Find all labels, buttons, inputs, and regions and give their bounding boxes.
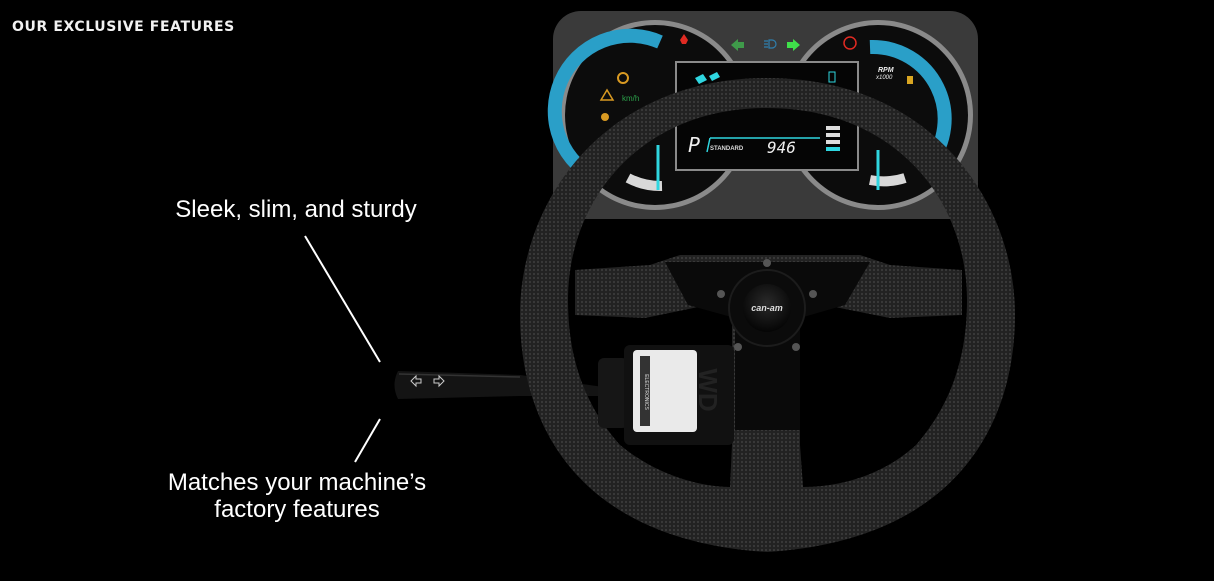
odometer-value: 946 [767, 138, 796, 157]
bolt [792, 343, 800, 351]
leader-line-top [304, 235, 381, 363]
seatbelt-icon [680, 34, 688, 44]
leader-line-bottom [354, 418, 381, 463]
fuel-icon [907, 76, 913, 84]
stalk-right-arrow-icon [433, 374, 445, 388]
bolt [763, 259, 771, 267]
gear-indicator: P [688, 133, 700, 157]
instrument-cluster: km/h RPM x1000 [547, 11, 978, 219]
callout-matches-line1: Matches your machine’s [167, 469, 427, 496]
bolt [809, 290, 817, 298]
low-beam-icon [764, 39, 777, 49]
left-turn-signal-icon [731, 39, 744, 51]
parking-brake-icon [843, 36, 857, 50]
module-subtitle: ELECTRONICS [643, 374, 649, 410]
bolt [734, 343, 742, 351]
wd-electronics-module: WD ELECTRONICS [598, 345, 734, 445]
engine-warning-icon [617, 72, 629, 84]
steering-warning-icon [601, 113, 609, 121]
steering-wheel: can-am WD ELECTRONICS [520, 78, 1015, 552]
callout-matches-line2: factory features [214, 496, 380, 523]
callout-matches: Matches your machine’s factory features [150, 469, 444, 523]
bolt [717, 290, 725, 298]
callout-sleek: Sleek, slim, and sturdy [175, 196, 417, 223]
section-heading: OUR EXCLUSIVE FEATURES [12, 19, 235, 35]
right-turn-signal-icon [787, 39, 800, 51]
hub-logo: can-am [751, 303, 783, 313]
speed-unit-label: km/h [622, 94, 639, 103]
rpm-label: RPM [878, 67, 894, 74]
awd-icon [695, 72, 720, 84]
module-brand: WD [693, 368, 723, 411]
drive-mode-label: STANDARD [710, 146, 744, 152]
warning-triangle-icon [599, 88, 615, 101]
stalk-left-arrow-icon [410, 374, 422, 388]
rpm-scale: x1000 [875, 75, 893, 81]
battery-icon [828, 71, 836, 83]
